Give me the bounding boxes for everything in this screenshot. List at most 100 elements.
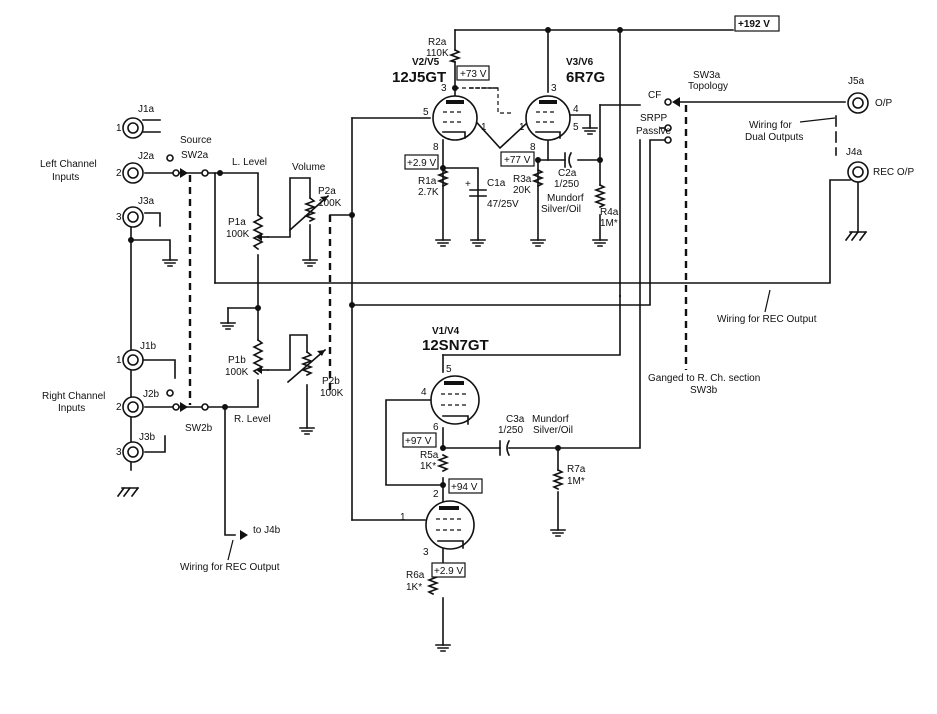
v1-lower-plate-voltage: +94 V (451, 482, 478, 493)
v3-id: V3/V6 (566, 57, 594, 68)
right-inputs-line2: Inputs (58, 403, 85, 414)
r3a-ref: R3a (513, 174, 532, 185)
jack-j1b[interactable] (122, 349, 144, 371)
j3b-label: J3b (139, 432, 156, 443)
cf-label: CF (648, 90, 661, 101)
r5a-ref: R5a (420, 450, 439, 461)
r2a-value: 110K (426, 48, 449, 59)
v3-pin3: 3 (551, 83, 557, 94)
v3-pin4: 4 (573, 104, 579, 115)
v2-pin8: 8 (433, 142, 439, 153)
jack-j1a[interactable] (122, 117, 144, 139)
v3-pin8: 8 (530, 142, 536, 153)
c2a-ref: C2a (558, 168, 577, 179)
rec-wiring-leader-left (227, 539, 234, 561)
jack-j2b[interactable] (122, 396, 144, 418)
resistor-r6a (426, 573, 440, 596)
p2b-value: 100K (320, 388, 344, 399)
wiring-rec-label-left: Wiring for REC Output (180, 562, 280, 573)
pot-p1a (252, 213, 264, 251)
resistor-r1a (436, 168, 450, 188)
j2b-label: J2b (143, 389, 160, 400)
v2-pin3: 3 (441, 83, 447, 94)
capacitors (469, 151, 573, 457)
supply-label: +192 V (738, 19, 770, 30)
p1a-value: 100K (226, 229, 250, 240)
p1b-value: 100K (225, 367, 249, 378)
r6a-value: 1K* (406, 582, 422, 593)
v1-pin5: 5 (446, 364, 452, 375)
v1-id: V1/V4 (432, 326, 460, 337)
v1-lower-cathode-box (431, 562, 466, 578)
r7a-ref: R7a (567, 464, 586, 475)
v3-cathode-box (500, 151, 535, 167)
wiring (130, 29, 859, 646)
jack-j2a[interactable] (122, 162, 144, 184)
resistor-r3a (531, 168, 545, 188)
p2a-value: 100K (318, 198, 342, 209)
op-label: O/P (875, 98, 893, 109)
p2a-ref: P2a (318, 186, 336, 197)
j5a-label: J5a (848, 76, 865, 87)
junctions (128, 27, 623, 488)
grounds (116, 127, 868, 652)
c3a-value: 1/250 (498, 425, 523, 436)
c2a-value: 1/250 (554, 179, 579, 190)
j3a-pin: 3 (116, 212, 122, 223)
srpp-label: SRPP (640, 113, 668, 124)
dual-wiring-leader (799, 117, 836, 123)
j3a-label: J3a (138, 196, 155, 207)
jack-j3b[interactable] (122, 441, 144, 463)
v2-type: 12J5GT (392, 69, 446, 86)
r1a-ref: R1a (418, 176, 437, 187)
v2-plate-voltage: +73 V (460, 69, 487, 80)
j1b-label: J1b (140, 341, 157, 352)
j1a-label: J1a (138, 104, 155, 115)
j2b-pin: 2 (116, 402, 122, 413)
r2a-ref: R2a (428, 37, 447, 48)
v3-type: 6R7G (566, 69, 605, 86)
right-inputs-line1: Right Channel (42, 391, 105, 402)
v1-upper-cathode-voltage: +97 V (405, 436, 432, 447)
resistor-r5a (436, 453, 450, 473)
dual-outputs-line1: Wiring for (749, 120, 792, 131)
rec-wiring-leader (764, 289, 771, 313)
c2a-type2: Silver/Oil (541, 204, 581, 215)
r1a-value: 2.7K (418, 187, 439, 198)
c1a-value: 47/25V (487, 199, 519, 210)
ganged-line2: SW3b (690, 385, 718, 396)
p1b-ref: P1b (228, 355, 246, 366)
jack-j5a[interactable] (847, 92, 869, 114)
v2-pin1: 1 (481, 122, 487, 133)
tube-v1-lower (425, 500, 475, 550)
jack-j3a[interactable] (122, 206, 144, 228)
resistor-r2a (448, 48, 462, 63)
v2-plate-box (456, 65, 490, 81)
sw3a-label: SW3a (693, 70, 721, 81)
ganged-line1: Ganged to R. Ch. section (648, 373, 760, 384)
jack-j4a[interactable] (847, 161, 869, 183)
v1-upper-cathode-box (402, 432, 437, 448)
to-j4b-label: to J4b (253, 525, 281, 536)
v3-pin1: 1 (519, 122, 525, 133)
tube-v2 (432, 95, 478, 141)
passive-label: Passive (636, 126, 671, 137)
c3a-ref: C3a (506, 414, 525, 425)
j3b-pin: 3 (116, 447, 122, 458)
v2-pin5: 5 (423, 107, 429, 118)
v2-id: V2/V5 (412, 57, 440, 68)
sw2b-label: SW2b (185, 423, 213, 434)
volume-label: Volume (292, 162, 326, 173)
j2a-pin: 2 (116, 168, 122, 179)
potentiometers (252, 194, 330, 384)
r7a-value: 1M* (567, 476, 585, 487)
v1-type: 12SN7GT (422, 337, 489, 354)
switch-contacts (166, 97, 680, 540)
c2a-type1: Mundorf (547, 193, 584, 204)
r5a-value: 1K* (420, 461, 436, 472)
cap-c1a (469, 189, 487, 197)
c3a-mundorf: Mundorf (532, 414, 569, 425)
dual-outputs-line2: Dual Outputs (745, 132, 803, 143)
v1-pin4: 4 (421, 387, 427, 398)
j2a-label: J2a (138, 151, 155, 162)
